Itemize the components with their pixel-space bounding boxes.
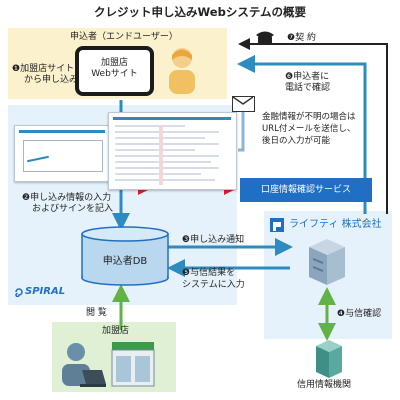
bank-account-check-service: 口座情報確認サービス [240, 178, 372, 202]
mail-note-line2: URL付メールを送信し、 [262, 124, 356, 134]
mail-note-line1: 金融情報が不明の場合は [262, 112, 356, 122]
arrow-mail [238, 112, 245, 152]
step2-label-line1: ❷申し込み情報の入力 [22, 193, 112, 203]
spiral-swirl-icon [15, 288, 23, 297]
building-icon [316, 340, 342, 378]
signature-screen [14, 125, 111, 182]
step1-label-line1: ❶加盟店サイト [12, 64, 75, 74]
credit-bureau-label: 信用情報機関 [297, 380, 352, 390]
laptop-user-icon [62, 343, 106, 387]
step5-label-line1: ❺与信結果を [182, 268, 236, 278]
merchant-label: 加盟店 [102, 326, 130, 336]
db-label: 申込者DB [102, 256, 148, 267]
spiral-logo: SPIRAL [25, 286, 66, 297]
step3-label: ❸申し込み通知 [182, 235, 245, 245]
arrow-contract [238, 38, 388, 214]
end-user-header: 申込者（エンドユーザー） [70, 32, 178, 42]
arrow-phone-confirm [237, 55, 367, 214]
application-form-screen [108, 112, 237, 190]
step1-label-line2: から申し込み [24, 75, 79, 85]
page-title: クレジット申し込みWebシステムの概要 [94, 5, 306, 19]
tablet-icon [75, 46, 154, 96]
database-icon [81, 226, 169, 286]
person-icon [169, 48, 195, 94]
shop-icon [111, 342, 155, 387]
step6-label-line1: ❻申込者に [285, 72, 330, 82]
step7-label: ❼契 約 [287, 33, 316, 43]
lifety-company-name: ライフティ 株式会社 [289, 219, 382, 230]
step4-label: ❹与信確認 [337, 309, 382, 319]
browse-label: 閲 覧 [86, 308, 107, 318]
phone-icon [256, 31, 274, 44]
mail-note-line3: 後日の入力が可能 [262, 136, 331, 146]
step6-label-line2: 電話で確認 [285, 83, 331, 93]
lifety-logo-icon [270, 218, 284, 232]
server-icon [309, 239, 345, 285]
mail-icon [232, 96, 255, 112]
step5-label-line2: システムに入力 [182, 280, 245, 290]
step2-label-line2: およびサインを記入 [32, 204, 114, 214]
